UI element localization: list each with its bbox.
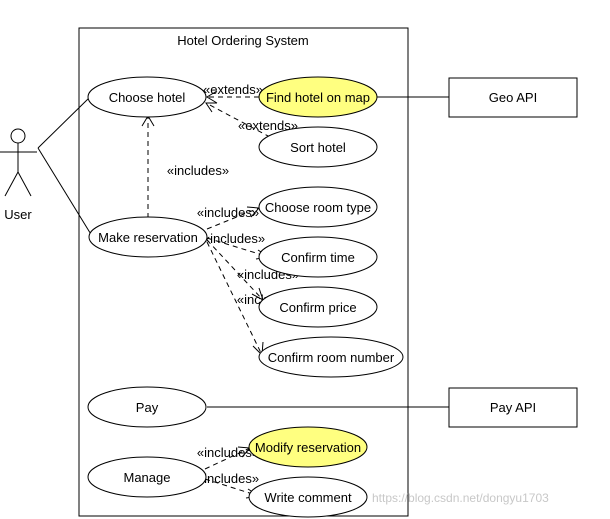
use-case-label: Sort hotel <box>290 140 346 155</box>
use-case-manage[interactable]: Manage <box>87 456 207 498</box>
extends-arrow-map <box>206 90 218 104</box>
includes-label-modify: «includes» <box>197 445 259 460</box>
includes-line-time <box>206 237 270 258</box>
system-boundary <box>78 27 409 517</box>
actor-left-leg <box>4 171 19 197</box>
use-case-modify-reservation[interactable]: Modify reservation <box>248 426 368 468</box>
use-case-confirm-price[interactable]: Confirm price <box>258 286 378 328</box>
actor-right-leg <box>17 171 32 197</box>
use-case-confirm-time[interactable]: Confirm time <box>258 236 378 278</box>
extends-label-map: «extends» <box>203 82 263 97</box>
use-case-label: Find hotel on map <box>266 90 370 105</box>
use-case-label: Confirm price <box>279 300 356 315</box>
actor-user[interactable]: User <box>0 128 37 222</box>
use-case-choose-room-type[interactable]: Choose room type <box>258 186 378 228</box>
external-label: Geo API <box>489 90 537 105</box>
watermark: https://blog.csdn.net/dongyu1703 <box>372 491 549 505</box>
use-case-label: Manage <box>124 470 171 485</box>
includes-label-choose-hotel: «includes» <box>167 163 229 178</box>
use-case-label: Write comment <box>264 490 352 505</box>
includes-label-comment: «includes» <box>197 471 259 486</box>
use-case-label: Modify reservation <box>255 440 361 455</box>
use-case-choose-hotel[interactable]: Choose hotel <box>87 76 207 118</box>
use-case-sort-hotel[interactable]: Sort hotel <box>258 126 378 168</box>
use-case-label: Make reservation <box>98 230 198 245</box>
extends-label-sort: «extends» <box>238 118 298 133</box>
use-case-pay[interactable]: Pay <box>87 386 207 428</box>
external-label: Pay API <box>490 400 536 415</box>
use-case-label: Confirm room number <box>268 350 395 365</box>
includes-label-time: «includes» <box>203 231 265 246</box>
extends-line-sort <box>205 102 271 138</box>
use-case-make-reservation[interactable]: Make reservation <box>88 216 208 258</box>
use-case-label: Pay <box>136 400 159 415</box>
use-case-label: Confirm time <box>281 250 355 265</box>
system-title: Hotel Ordering System <box>177 33 309 48</box>
use-case-confirm-room-number[interactable]: Confirm room number <box>258 336 404 378</box>
external-pay-api[interactable]: Pay API <box>448 387 578 428</box>
actor-head <box>10 128 26 144</box>
extends-arrow-sort <box>205 102 217 113</box>
assoc-user-make-reservation <box>37 147 93 237</box>
use-case-find-hotel-on-map[interactable]: Find hotel on map <box>258 76 378 118</box>
external-geo-api[interactable]: Geo API <box>448 77 578 118</box>
use-case-write-comment[interactable]: Write comment <box>248 476 368 518</box>
actor-label: User <box>4 207 32 222</box>
use-case-label: Choose room type <box>265 200 371 215</box>
use-case-label: Choose hotel <box>109 90 186 105</box>
includes-line-room-number <box>206 241 263 356</box>
includes-line-price <box>206 239 264 301</box>
includes-label-room-type: «includes» <box>197 205 259 220</box>
includes-line-room-type <box>206 207 260 230</box>
assoc-user-choose-hotel <box>37 96 91 149</box>
